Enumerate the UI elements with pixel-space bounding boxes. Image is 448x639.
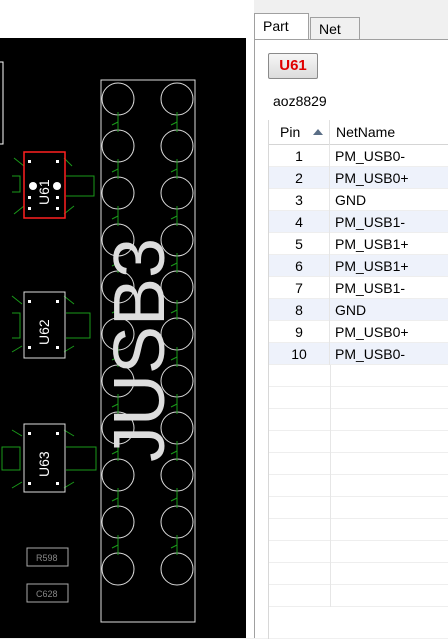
- pad-trace: [111, 347, 119, 367]
- tab-strip: Part Net: [254, 13, 448, 40]
- pad-trace: [111, 159, 119, 179]
- table-row[interactable]: 3 GND: [269, 189, 448, 211]
- pad-trace: [111, 535, 119, 555]
- pad-trace: [111, 441, 119, 461]
- tab-net[interactable]: Net: [310, 17, 360, 39]
- component-u63[interactable]: U63: [1, 423, 97, 493]
- table-row[interactable]: 8 GND: [269, 299, 448, 321]
- pad-trace: [111, 253, 119, 273]
- empty-table-row: [269, 563, 448, 585]
- table-row[interactable]: 4 PM_USB1-: [269, 211, 448, 233]
- empty-table-row: [269, 519, 448, 541]
- pin-number-cell: 2: [269, 167, 330, 189]
- pin-number-cell: 6: [269, 255, 330, 277]
- table-row[interactable]: 9 PM_USB0+: [269, 321, 448, 343]
- net-name-cell: GND: [335, 192, 367, 208]
- pad-trace: [111, 112, 119, 132]
- pad-trace: [170, 441, 178, 461]
- empty-table-row: [269, 409, 448, 431]
- component-label-c628: C628: [36, 589, 58, 599]
- pad-trace: [170, 112, 178, 132]
- empty-table-row: [269, 497, 448, 519]
- pin-number-cell: 3: [269, 189, 330, 211]
- component-r598[interactable]: R598: [26, 547, 69, 567]
- pcb-board-view[interactable]: JUSB3 U61 U62 U63: [0, 0, 254, 638]
- component-label-u63: U63: [36, 451, 52, 477]
- pad-trace: [111, 300, 119, 320]
- pad-trace: [170, 488, 178, 508]
- empty-table-row: [269, 431, 448, 453]
- empty-table-row: [269, 585, 448, 607]
- net-name-cell: PM_USB1+: [335, 236, 409, 252]
- pad-trace: [170, 347, 178, 367]
- connector-jusb3[interactable]: JUSB3: [100, 79, 196, 623]
- table-row[interactable]: 10 PM_USB0-: [269, 343, 448, 365]
- pad-trace: [170, 159, 178, 179]
- pad-trace: [111, 394, 119, 414]
- pcb-canvas[interactable]: JUSB3 U61 U62 U63: [0, 0, 254, 638]
- board-area: [0, 38, 246, 638]
- component-u62[interactable]: U62: [11, 291, 91, 359]
- empty-table-row: [269, 453, 448, 475]
- empty-table-row: [269, 475, 448, 497]
- column-header-pin[interactable]: Pin: [269, 120, 330, 145]
- pin-number-cell: 10: [269, 343, 330, 365]
- table-row[interactable]: 2 PM_USB0+: [269, 167, 448, 189]
- pad-trace: [170, 535, 178, 555]
- component-label-u62: U62: [36, 319, 52, 345]
- pin-number-cell: 5: [269, 233, 330, 255]
- pad-trace: [170, 253, 178, 273]
- component-label-r598: R598: [36, 553, 58, 563]
- empty-table-row: [269, 541, 448, 563]
- net-name-cell: PM_USB0-: [335, 148, 406, 164]
- column-header-netname[interactable]: NetName: [336, 124, 396, 140]
- component-u61[interactable]: U61: [12, 151, 95, 219]
- table-row[interactable]: 6 PM_USB1+: [269, 255, 448, 277]
- table-row[interactable]: 5 PM_USB1+: [269, 233, 448, 255]
- net-name-cell: PM_USB1-: [335, 280, 406, 296]
- part-description: aoz8829: [273, 93, 327, 109]
- empty-table-row: [269, 365, 448, 387]
- pin-number-cell: 9: [269, 321, 330, 343]
- table-row[interactable]: 7 PM_USB1-: [269, 277, 448, 299]
- edge-component-outline: [0, 61, 4, 145]
- net-name-cell: PM_USB0+: [335, 170, 409, 186]
- pad-trace: [111, 206, 119, 226]
- pin-number-cell: 1: [269, 145, 330, 167]
- pin-number-cell: 7: [269, 277, 330, 299]
- tab-part[interactable]: Part: [254, 13, 309, 39]
- pin-number-cell: 8: [269, 299, 330, 321]
- component-c628[interactable]: C628: [26, 583, 69, 603]
- pad-trace: [170, 206, 178, 226]
- table-header: Pin NetName: [269, 120, 448, 145]
- pad-trace: [170, 394, 178, 414]
- component-label-u61: U61: [36, 179, 52, 205]
- net-name-cell: PM_USB1+: [335, 258, 409, 274]
- part-reference-button[interactable]: U61: [268, 53, 318, 79]
- net-name-cell: PM_USB0+: [335, 324, 409, 340]
- net-name-cell: PM_USB0-: [335, 346, 406, 362]
- pad-trace: [170, 300, 178, 320]
- net-name-cell: GND: [335, 302, 367, 318]
- pad-trace: [111, 488, 119, 508]
- net-name-cell: PM_USB1-: [335, 214, 406, 230]
- empty-table-row: [269, 387, 448, 409]
- pin-number-cell: 4: [269, 211, 330, 233]
- connector-label: JUSB3: [100, 238, 180, 462]
- sort-ascending-icon: [313, 129, 323, 135]
- table-row[interactable]: 1 PM_USB0-: [269, 145, 448, 167]
- column-header-pin-label: Pin: [280, 124, 301, 140]
